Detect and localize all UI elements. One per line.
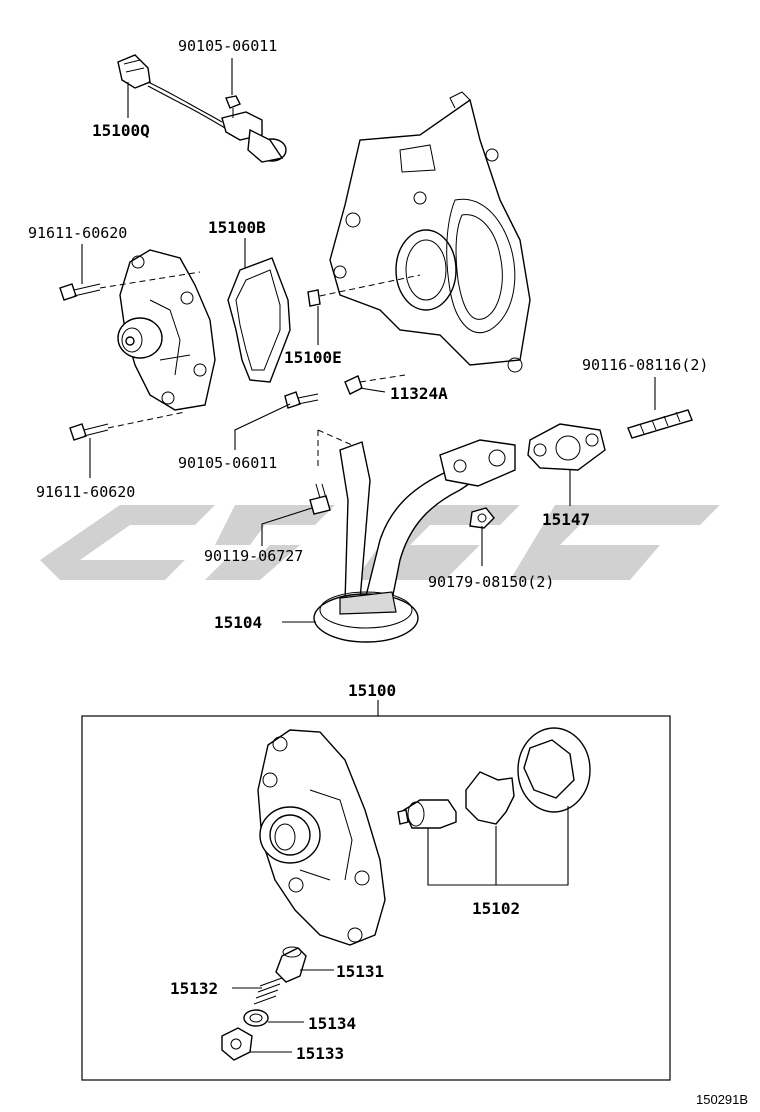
label-15102: 15102 — [472, 899, 520, 918]
inner-rotor[interactable] — [465, 771, 515, 825]
bolt-91611-bottom[interactable] — [69, 423, 109, 441]
label-90179-08150: 90179-08150(2) — [428, 573, 554, 591]
relief-spring[interactable] — [253, 977, 283, 1005]
label-91611-60620-top: 91611-60620 — [28, 224, 127, 242]
label-15133: 15133 — [296, 1044, 344, 1063]
label-15131: 15131 — [336, 962, 384, 981]
relief-valve[interactable] — [275, 946, 307, 983]
label-15104: 15104 — [214, 613, 262, 632]
nut-90179[interactable] — [469, 507, 495, 529]
oil-pump-assembly[interactable] — [117, 249, 216, 411]
label-90119-06727: 90119-06727 — [204, 547, 303, 565]
label-90116-08116: 90116-08116(2) — [582, 356, 708, 374]
oil-pump-body[interactable] — [257, 729, 386, 946]
kit-box — [81, 715, 671, 1081]
label-90105-06011-mid: 90105-06011 — [178, 454, 277, 472]
plug-11324a[interactable] — [344, 375, 363, 395]
bolt-91611-top[interactable] — [59, 283, 101, 301]
label-15134: 15134 — [308, 1014, 356, 1033]
bolt-90119[interactable] — [309, 483, 331, 515]
outer-rotor[interactable] — [517, 727, 591, 813]
label-15100q: 15100Q — [92, 121, 150, 140]
oil-strainer[interactable] — [313, 439, 516, 643]
crank-sensor-part[interactable] — [117, 54, 287, 163]
label-91611-60620-bottom: 91611-60620 — [36, 483, 135, 501]
label-15147: 15147 — [542, 510, 590, 529]
gasket-15134[interactable] — [243, 1009, 269, 1027]
stud-90116[interactable] — [627, 409, 693, 439]
strainer-gasket[interactable] — [527, 423, 606, 471]
label-15100: 15100 — [348, 681, 396, 700]
plug-15133[interactable] — [221, 1027, 253, 1061]
bolt-90105-top[interactable] — [225, 95, 241, 118]
label-90105-06011-top: 90105-06011 — [178, 37, 277, 55]
leader-lines — [81, 58, 656, 1053]
label-11324a: 11324A — [390, 384, 448, 403]
pump-gasket[interactable] — [227, 257, 291, 383]
label-15100e: 15100E — [284, 348, 342, 367]
bolt-90105-mid[interactable] — [284, 391, 319, 409]
label-15100b: 15100B — [208, 218, 266, 237]
dowel-pin[interactable] — [307, 289, 321, 307]
diagram-reference-number: 150291B — [696, 1092, 748, 1107]
label-15132: 15132 — [170, 979, 218, 998]
timing-chain-cover[interactable] — [329, 91, 531, 373]
drive-shaft[interactable] — [397, 799, 457, 829]
